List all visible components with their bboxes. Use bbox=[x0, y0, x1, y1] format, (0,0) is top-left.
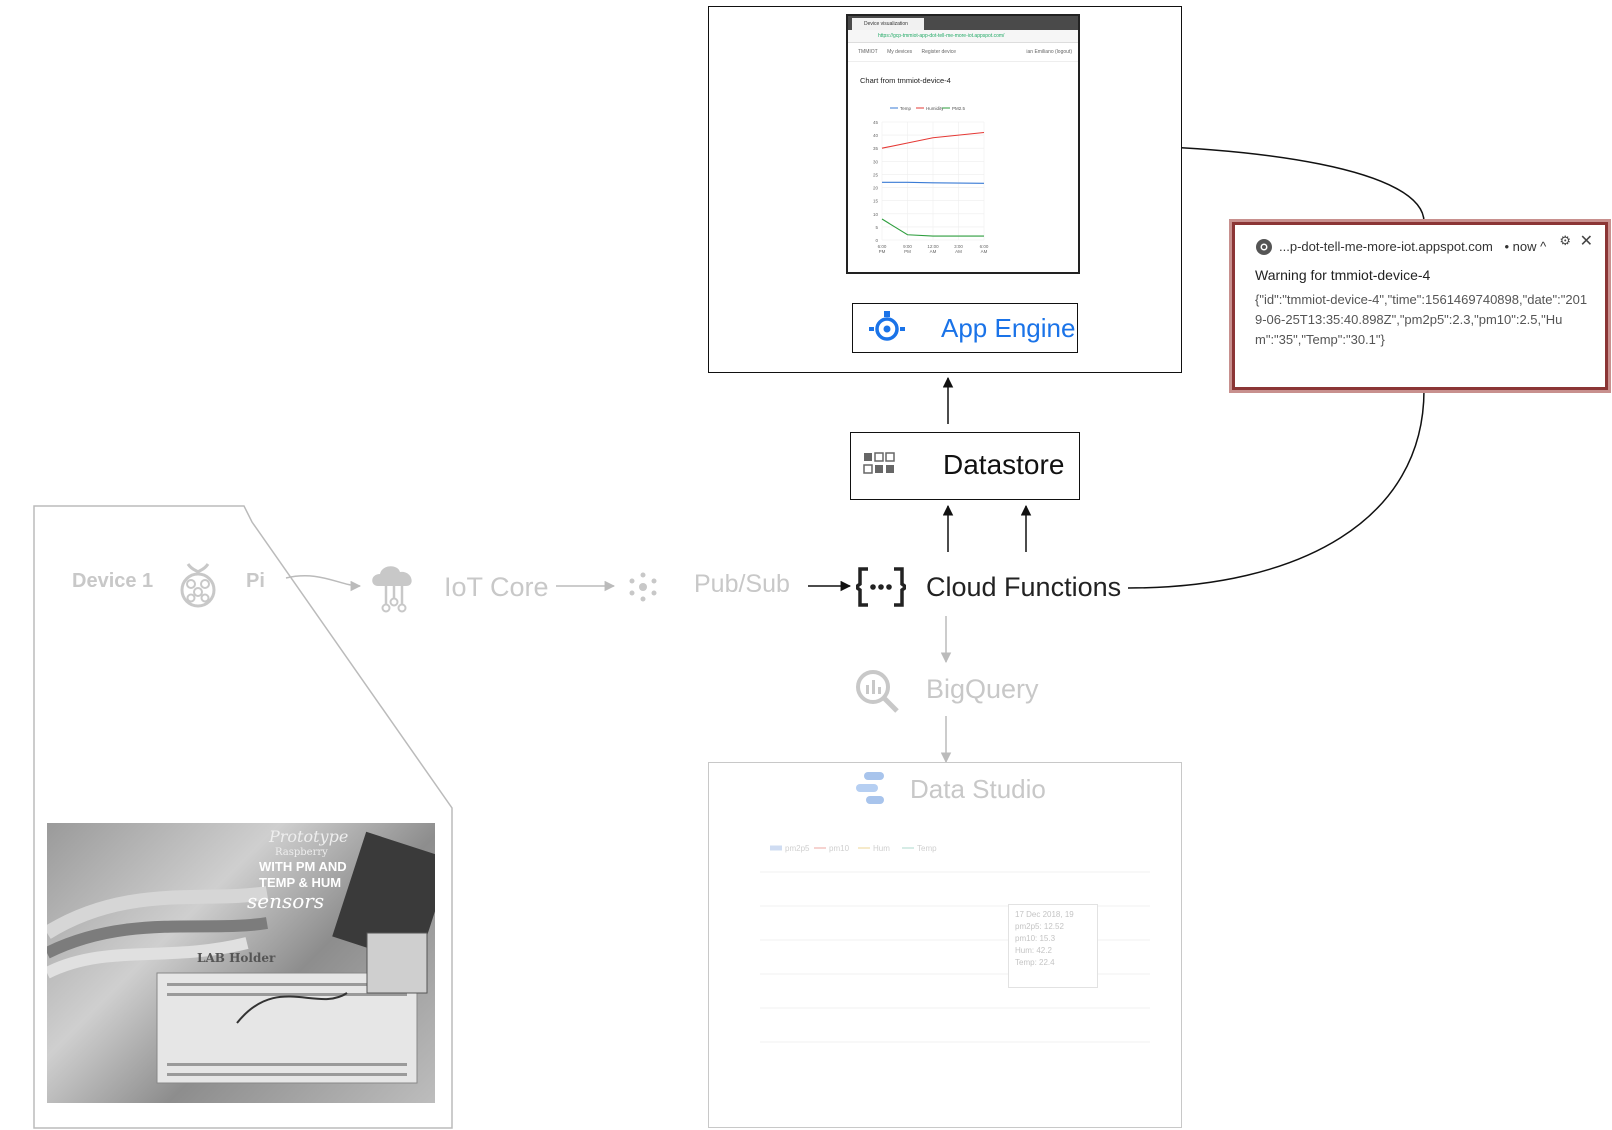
browser-navbar: TMMIOT My devices Register device ian Em… bbox=[848, 43, 1078, 62]
pubsub-icon bbox=[629, 572, 657, 602]
datastore-icon bbox=[863, 452, 895, 474]
y-tick-label: 10 bbox=[873, 212, 879, 217]
series-line bbox=[882, 181, 985, 184]
bigquery-label: BigQuery bbox=[926, 674, 1039, 704]
cloud-functions-icon bbox=[856, 567, 906, 607]
nav-item-my-devices[interactable]: My devices bbox=[887, 49, 913, 55]
y-tick-label: 20 bbox=[873, 186, 879, 191]
chrome-icon bbox=[1256, 239, 1272, 255]
x-tick-label: PM bbox=[904, 249, 911, 254]
series-line bbox=[881, 218, 984, 237]
photo-sign-line: TEMP & HUM bbox=[259, 875, 342, 890]
x-tick-label: 3:00 bbox=[954, 244, 963, 249]
photo-sign-line: sensors bbox=[247, 889, 325, 913]
notification-body: {"id":"tmmiot-device-4","time":156146974… bbox=[1255, 292, 1588, 347]
iot-core-icon bbox=[372, 566, 412, 613]
notification-origin: ...p-dot-tell-me-more-iot.appspot.com bbox=[1279, 239, 1493, 254]
pi-to-iotcore-arrow bbox=[285, 575, 362, 592]
nav-brand[interactable]: TMMIOT bbox=[858, 49, 878, 55]
legend-label: pm2p5 bbox=[785, 844, 810, 853]
y-tick-label: 30 bbox=[873, 159, 879, 164]
app-engine-box: App Engine bbox=[852, 303, 1078, 353]
x-tick-label: 6:00 bbox=[878, 244, 887, 249]
nav-user[interactable]: ian Emiliano (logout) bbox=[1026, 49, 1072, 55]
legend-label: pm10 bbox=[829, 844, 850, 853]
app-engine-icon bbox=[869, 311, 905, 341]
data-studio-container bbox=[708, 762, 1182, 1128]
x-tick-label: 12:00 bbox=[927, 244, 939, 249]
legend-label: Temp bbox=[917, 844, 937, 853]
datastore-label: Datastore bbox=[943, 449, 1065, 480]
cloud-functions-label: Cloud Functions bbox=[926, 572, 1122, 602]
series-line bbox=[881, 131, 985, 149]
tooltip-date: 17 Dec 2018, 19 bbox=[1015, 910, 1074, 919]
pubsub-label: Pub/Sub bbox=[694, 570, 790, 598]
legend-label: Humidity bbox=[926, 106, 944, 111]
legend-label: Hum bbox=[873, 844, 890, 853]
nav-item-register[interactable]: Register device bbox=[921, 49, 956, 55]
y-tick-label: 15 bbox=[873, 199, 879, 204]
raspberry-pi-icon bbox=[180, 563, 216, 608]
close-icon[interactable]: ✕ bbox=[1579, 233, 1593, 250]
x-tick-label: PM bbox=[879, 249, 886, 254]
device-photo: Prototype Raspberry WITH PM AND TEMP & H… bbox=[47, 823, 435, 1103]
photo-sign-line: Prototype bbox=[269, 827, 349, 846]
datastore-box: Datastore bbox=[850, 432, 1080, 500]
gear-icon[interactable]: ⚙ bbox=[1559, 233, 1571, 248]
tooltip-row: pm2p5: 12.52 bbox=[1015, 922, 1064, 931]
iot-core-label: IoT Core bbox=[444, 572, 549, 602]
browser-address-bar[interactable]: https://gcp-tmmiot-app-dot-tell-me-more-… bbox=[848, 30, 1078, 43]
breadboard-drawing bbox=[47, 831, 435, 1084]
y-tick-label: 5 bbox=[875, 225, 878, 230]
cf-to-notification-curve bbox=[1127, 389, 1425, 589]
app-engine-label: App Engine bbox=[941, 313, 1076, 343]
y-tick-label: 25 bbox=[873, 172, 879, 177]
device-outline bbox=[33, 505, 453, 1129]
x-tick-label: AM bbox=[981, 249, 988, 254]
y-tick-label: 45 bbox=[873, 120, 879, 125]
pi-label: Pi bbox=[246, 570, 265, 592]
data-studio-tooltip: 17 Dec 2018, 19 pm2p5: 12.52 pm10: 15.3 … bbox=[1008, 904, 1098, 988]
y-tick-label: 40 bbox=[873, 133, 879, 138]
legend-label: PM2.5 bbox=[952, 106, 966, 111]
tooltip-row: pm10: 15.3 bbox=[1015, 934, 1056, 943]
x-tick-label: 9:00 bbox=[903, 244, 912, 249]
data-studio-label: Data Studio bbox=[910, 774, 1046, 804]
line-chart: 0510152025303540456:00PM9:00PM12:00AM3:0… bbox=[873, 106, 989, 254]
tooltip-row: Temp: 22.4 bbox=[1015, 958, 1055, 967]
chart-title: Chart from tmmiot-device-4 bbox=[860, 76, 951, 85]
photo-sign-line: WITH PM AND bbox=[259, 859, 347, 874]
data-studio-icon bbox=[856, 772, 884, 804]
photo-holder-label: LAB Holder bbox=[197, 951, 276, 965]
browser-window: Device visualization https://gcp-tmmiot-… bbox=[846, 14, 1080, 274]
browser-tab[interactable]: Device visualization bbox=[852, 18, 924, 30]
notification-source: ...p-dot-tell-me-more-iot.appspot.com • … bbox=[1279, 239, 1546, 254]
notification-title: Warning for tmmiot-device-4 bbox=[1255, 267, 1431, 283]
browser-tab-bar: Device visualization bbox=[848, 16, 1078, 30]
y-tick-label: 35 bbox=[873, 146, 879, 151]
notification-time[interactable]: • now ^ bbox=[1504, 239, 1547, 254]
device-label: Device 1 bbox=[72, 570, 154, 592]
chrome-notification[interactable]: ...p-dot-tell-me-more-iot.appspot.com • … bbox=[1232, 222, 1608, 390]
bigquery-icon bbox=[856, 670, 899, 713]
photo-sign-line: Raspberry bbox=[275, 847, 328, 858]
legend-label: Temp bbox=[900, 106, 912, 111]
x-tick-label: AM bbox=[955, 249, 962, 254]
x-tick-label: AM bbox=[930, 249, 937, 254]
tooltip-row: Hum: 42.2 bbox=[1015, 946, 1052, 955]
x-tick-label: 6:00 bbox=[980, 244, 989, 249]
y-tick-label: 0 bbox=[875, 238, 878, 243]
